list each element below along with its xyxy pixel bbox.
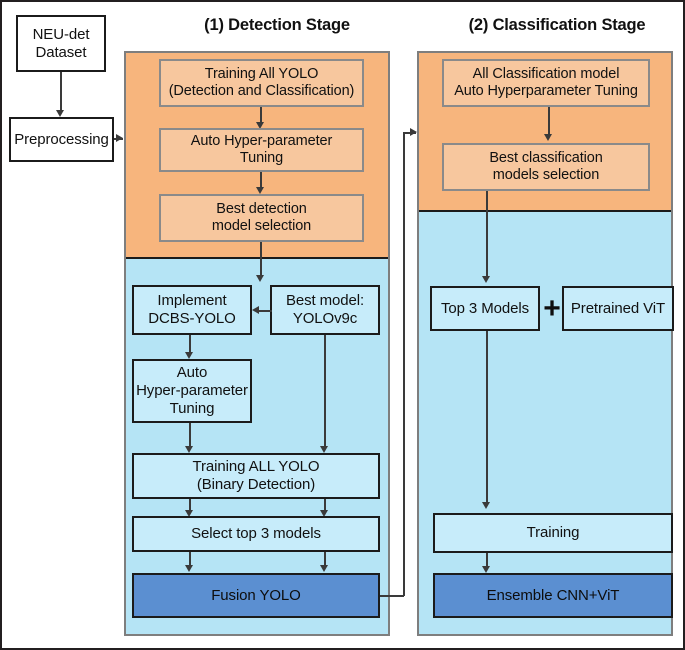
detection-stage-title: (1) Detection Stage [204, 16, 350, 34]
classification-training-box[interactable]: Training [433, 513, 673, 553]
arrow-fusion-into-classification [410, 128, 417, 136]
arrow-best-model-to-implement [252, 306, 259, 314]
training-all-yolo-box[interactable]: Training All YOLO (Detection and Classif… [159, 59, 364, 107]
connector-select-to-fusion-left [189, 552, 191, 568]
preprocessing-box[interactable]: Preprocessing [9, 117, 114, 162]
training-all-yolo-binary-box[interactable]: Training ALL YOLO (Binary Detection) [132, 453, 380, 499]
best-classification-models-selection-box[interactable]: Best classification models selection [442, 143, 650, 191]
arrow-implement-to-auto-tuning [185, 352, 193, 359]
arrow-classification-tuning-to-best [544, 134, 552, 141]
classification-stage-title: (2) Classification Stage [468, 16, 646, 34]
top-3-models-box[interactable]: Top 3 Models [430, 286, 540, 331]
connector-training-to-tuning [260, 107, 262, 125]
arrow-best-detection-to-best-model [256, 275, 264, 282]
best-detection-model-selection-box[interactable]: Best detection model selection [159, 194, 364, 242]
ensemble-cnn-vit-box[interactable]: Ensemble CNN+ViT [433, 573, 673, 618]
best-model-yolov9c-box[interactable]: Best model: YOLOv9c [270, 285, 380, 335]
select-top-3-models-box[interactable]: Select top 3 models [132, 516, 380, 552]
pretrained-vit-box[interactable]: Pretrained ViT [562, 286, 674, 331]
all-classification-model-tuning-box[interactable]: All Classification model Auto Hyperparam… [442, 59, 650, 107]
arrow-training-to-ensemble [482, 566, 490, 573]
neu-det-dataset-box[interactable]: NEU-det Dataset [16, 15, 106, 72]
connector-fusion-up [403, 132, 405, 596]
connector-tuning-to-best-detection [260, 172, 262, 190]
connector-dataset-to-preprocessing [60, 72, 62, 112]
connector-binary-to-select-right [324, 499, 326, 513]
connector-fusion-out [380, 595, 404, 597]
connector-best-model-to-implement [259, 310, 272, 312]
arrow-binary-to-select-left [185, 510, 193, 517]
implement-dcbs-yolo-box[interactable]: Implement DCBS-YOLO [132, 285, 252, 335]
arrow-binary-to-select-right [320, 510, 328, 517]
connector-best-detection-to-best-model [260, 242, 262, 278]
connector-training-to-ensemble [486, 553, 488, 569]
connector-fusion-into-classification [403, 132, 416, 134]
arrow-top3-to-training [482, 502, 490, 509]
fusion-yolo-box[interactable]: Fusion YOLO [132, 573, 380, 618]
arrow-auto-tuning-to-binary-training [185, 446, 193, 453]
arrow-best-model-to-binary-training [320, 446, 328, 453]
auto-hyperparameter-tuning-box[interactable]: Auto Hyper-parameter Tuning [159, 128, 364, 172]
connector-best-model-to-binary-training [324, 335, 326, 449]
connector-implement-to-auto-tuning [189, 335, 191, 355]
arrow-select-to-fusion-left [185, 565, 193, 572]
arrow-preprocessing-to-detection [116, 134, 123, 142]
arrow-tuning-to-best-detection [256, 187, 264, 194]
connector-top3-to-training [486, 331, 488, 505]
arrow-select-to-fusion-right [320, 565, 328, 572]
plus-combine-icon: + [543, 292, 561, 325]
arrow-best-classification-to-top3 [482, 276, 490, 283]
arrow-dataset-to-preprocessing [56, 110, 64, 117]
auto-hyperparameter-tuning-blue-box[interactable]: Auto Hyper-parameter Tuning [132, 359, 252, 423]
connector-auto-tuning-to-binary-training [189, 423, 191, 449]
connector-classification-tuning-to-best [548, 107, 550, 137]
connector-best-classification-to-top3 [486, 191, 488, 279]
connector-select-to-fusion-right [324, 552, 326, 568]
arrow-training-to-tuning [256, 122, 264, 129]
connector-binary-to-select-left [189, 499, 191, 513]
